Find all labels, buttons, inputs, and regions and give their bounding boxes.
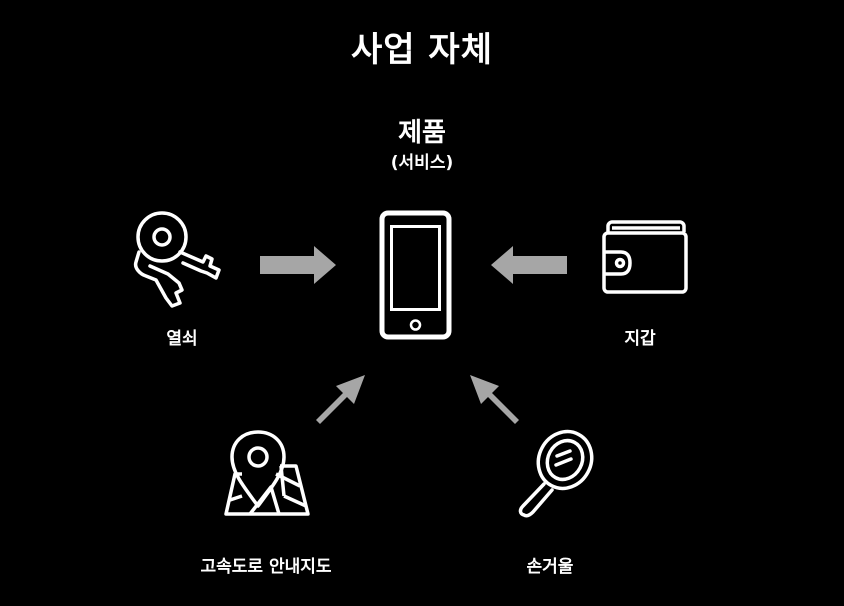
smartphone-icon (379, 210, 452, 340)
hand-mirror-icon (518, 429, 594, 518)
page-title: 사업 자체 (351, 30, 493, 70)
label-wallet: 지갑 (624, 329, 656, 349)
map-pin-icon (224, 430, 310, 516)
arrow-map-to-product (316, 375, 365, 424)
arrow-key-to-product (260, 246, 336, 284)
arrow-mirror-to-product (470, 375, 519, 424)
label-key: 열쇠 (166, 329, 198, 349)
wallet-icon (602, 220, 688, 294)
arrow-wallet-to-product (491, 246, 567, 284)
key-icon (133, 211, 221, 308)
label-mirror: 손거울 (526, 557, 574, 577)
label-map: 고속도로 안내지도 (200, 557, 332, 577)
center-title: 제품 (398, 118, 446, 148)
center-subtitle: (서비스) (390, 153, 454, 173)
